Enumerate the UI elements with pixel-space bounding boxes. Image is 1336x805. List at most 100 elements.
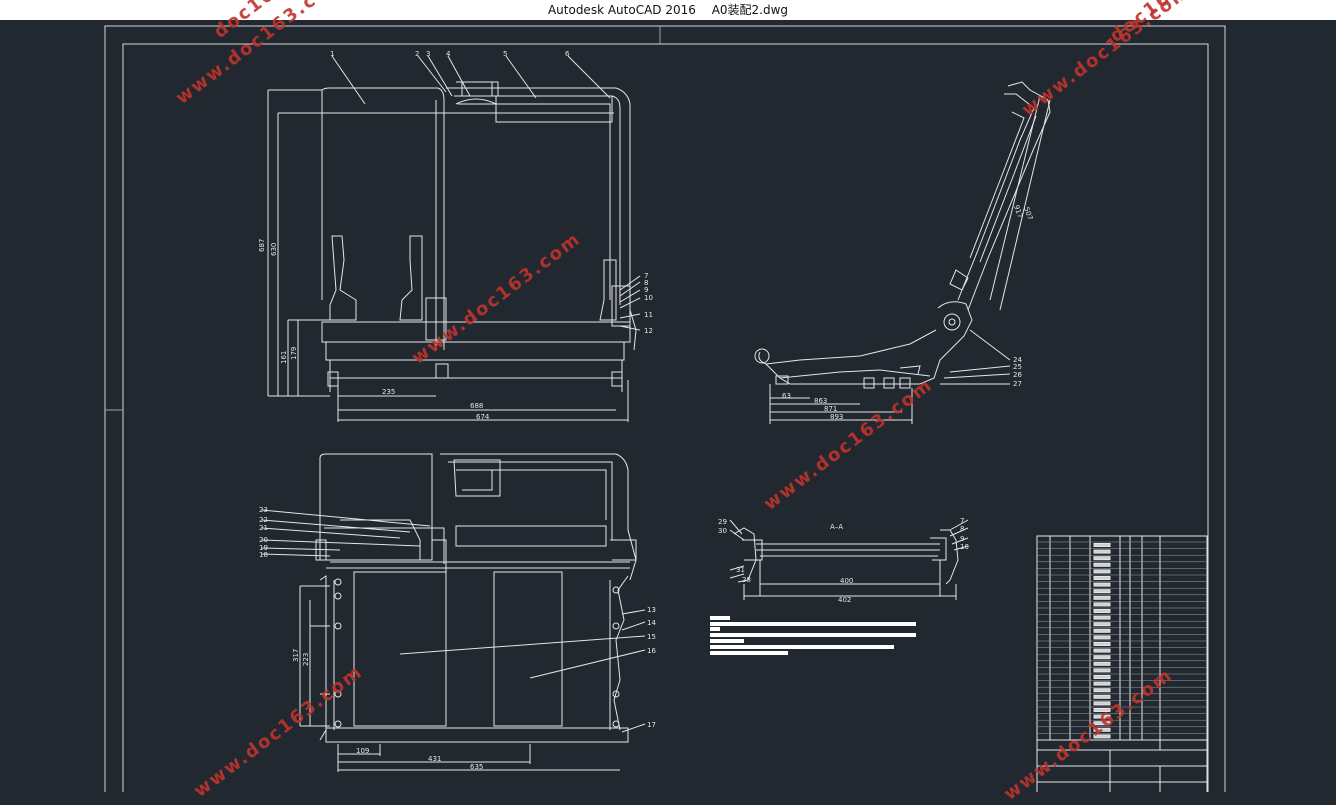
part-no-30: 30 bbox=[718, 527, 727, 535]
dim-lower-a: 179 bbox=[290, 347, 298, 360]
section-label: A–A bbox=[830, 523, 843, 531]
part-no-4: 4 bbox=[446, 50, 451, 58]
bom-row-text-mark bbox=[1093, 615, 1111, 620]
dim-section-w1: 400 bbox=[840, 577, 853, 585]
bom-row-text-mark bbox=[1093, 668, 1111, 673]
dim-side-d3: 871 bbox=[824, 405, 837, 413]
dim-section-w2: 402 bbox=[838, 596, 851, 604]
dim-bottom-a: 235 bbox=[382, 388, 395, 396]
bom-row-text-mark bbox=[1093, 701, 1111, 706]
app-title: Autodesk AutoCAD 2016 bbox=[547, 3, 696, 17]
part-no-8b: 8 bbox=[960, 525, 964, 533]
top-view bbox=[261, 453, 646, 772]
part-no-9b: 9 bbox=[960, 535, 964, 543]
dim-overall-height: 687 bbox=[258, 239, 266, 252]
dim-side-d4: 893 bbox=[830, 413, 843, 421]
bom-row-text-mark bbox=[1093, 576, 1111, 580]
part-no-25: 25 bbox=[1013, 363, 1022, 371]
bom-row-text-mark bbox=[1093, 688, 1111, 693]
dim-side-d6: 507 bbox=[1022, 206, 1034, 221]
sheet-border-ticks bbox=[105, 26, 661, 411]
part-no-7b: 7 bbox=[960, 517, 964, 525]
dim-lower-b: 161 bbox=[280, 351, 288, 364]
part-no-27: 27 bbox=[1013, 380, 1022, 388]
part-no-21: 21 bbox=[259, 524, 268, 532]
part-no-28: 28 bbox=[742, 576, 751, 584]
dim-bottom-c: 674 bbox=[476, 413, 490, 421]
bom-row-text-mark bbox=[1093, 635, 1111, 640]
bom-row-text-mark bbox=[1093, 661, 1111, 666]
bom-row-text-mark bbox=[1093, 602, 1111, 607]
bom-row-text-mark bbox=[1093, 562, 1111, 567]
part-no-6: 6 bbox=[565, 50, 570, 58]
part-no-12: 12 bbox=[644, 327, 653, 335]
part-no-15: 15 bbox=[647, 633, 656, 641]
bom-row-text-mark bbox=[1093, 582, 1111, 587]
dim-top-v2: 223 bbox=[302, 653, 310, 666]
part-no-5: 5 bbox=[503, 50, 507, 58]
bom-row-text-mark bbox=[1093, 609, 1111, 613]
front-view bbox=[267, 55, 641, 422]
part-no-2: 2 bbox=[415, 50, 419, 58]
bom-row-text-mark bbox=[1093, 721, 1111, 726]
file-name: A0装配2.dwg bbox=[711, 3, 789, 17]
bom-row-text-mark bbox=[1093, 655, 1111, 660]
window-title-bar: Autodesk AutoCAD 2016 A0装配2.dwg bbox=[0, 0, 1336, 20]
dim-top-h3: 635 bbox=[470, 763, 483, 771]
bom-row-text-mark bbox=[1093, 543, 1111, 547]
bom-row-text-mark bbox=[1093, 556, 1111, 561]
part-no-20: 20 bbox=[259, 536, 268, 544]
bom-row-text-mark bbox=[1093, 549, 1111, 554]
side-view bbox=[754, 81, 1051, 424]
part-no-19: 19 bbox=[259, 544, 268, 552]
bom-row-text-mark bbox=[1093, 694, 1111, 699]
dim-top-h2: 431 bbox=[428, 755, 441, 763]
dim-top-v1: 317 bbox=[292, 649, 300, 662]
part-no-31: 31 bbox=[736, 566, 745, 574]
part-no-10: 10 bbox=[644, 294, 653, 302]
sheet-inner-border bbox=[122, 43, 1209, 805]
drawing-canvas[interactable]: 1 2 3 4 5 6 7 8 9 10 11 12 687 630 179 1… bbox=[0, 20, 1336, 805]
front-view-labels: 1 2 3 4 5 6 7 8 9 10 11 12 687 630 179 1… bbox=[258, 50, 653, 421]
bom-row-text-mark bbox=[1093, 642, 1111, 646]
bom-row-text-mark bbox=[1093, 727, 1111, 732]
part-no-9: 9 bbox=[644, 286, 648, 294]
bom-row-text-mark bbox=[1093, 734, 1111, 739]
part-no-22: 22 bbox=[259, 516, 268, 524]
part-no-17: 17 bbox=[647, 721, 656, 729]
bill-of-materials bbox=[1036, 535, 1208, 805]
bom-rows bbox=[1037, 541, 1207, 739]
part-no-10b: 10 bbox=[960, 543, 969, 551]
part-no-18: 18 bbox=[259, 551, 268, 559]
bom-row-text-mark bbox=[1093, 569, 1111, 574]
dim-bottom-b: 688 bbox=[470, 402, 483, 410]
dim-side-d5: 917 bbox=[1012, 204, 1024, 219]
technical-notes bbox=[710, 616, 916, 655]
bom-row-text-mark bbox=[1093, 648, 1111, 653]
bom-row-text-mark bbox=[1093, 595, 1111, 600]
dim-side-d2: 863 bbox=[814, 397, 827, 405]
dim-side-d1: 63 bbox=[782, 392, 791, 400]
bom-row-text-mark bbox=[1093, 681, 1111, 686]
part-no-11: 11 bbox=[644, 311, 653, 319]
part-no-14: 14 bbox=[647, 619, 656, 627]
part-no-23: 23 bbox=[259, 506, 268, 514]
part-no-24: 24 bbox=[1013, 356, 1022, 364]
part-no-1: 1 bbox=[330, 50, 334, 58]
part-no-3: 3 bbox=[426, 50, 430, 58]
part-no-8: 8 bbox=[644, 279, 648, 287]
section-view bbox=[729, 519, 969, 600]
sheet-outer-border bbox=[104, 25, 1226, 805]
section-view-labels: A–A 29 30 31 28 7 8 9 10 400 402 bbox=[718, 517, 969, 604]
dim-inner-height: 630 bbox=[270, 243, 278, 256]
bom-row-text-mark bbox=[1093, 622, 1111, 627]
part-no-16: 16 bbox=[647, 647, 656, 655]
part-no-7: 7 bbox=[644, 272, 648, 280]
bom-row-text-mark bbox=[1093, 589, 1111, 594]
part-no-26: 26 bbox=[1013, 371, 1022, 379]
part-no-13: 13 bbox=[647, 606, 656, 614]
bom-row-text-mark bbox=[1093, 628, 1111, 633]
bom-row-text-mark bbox=[1093, 708, 1111, 712]
bom-row-text-mark bbox=[1093, 675, 1111, 679]
part-no-29: 29 bbox=[718, 518, 727, 526]
